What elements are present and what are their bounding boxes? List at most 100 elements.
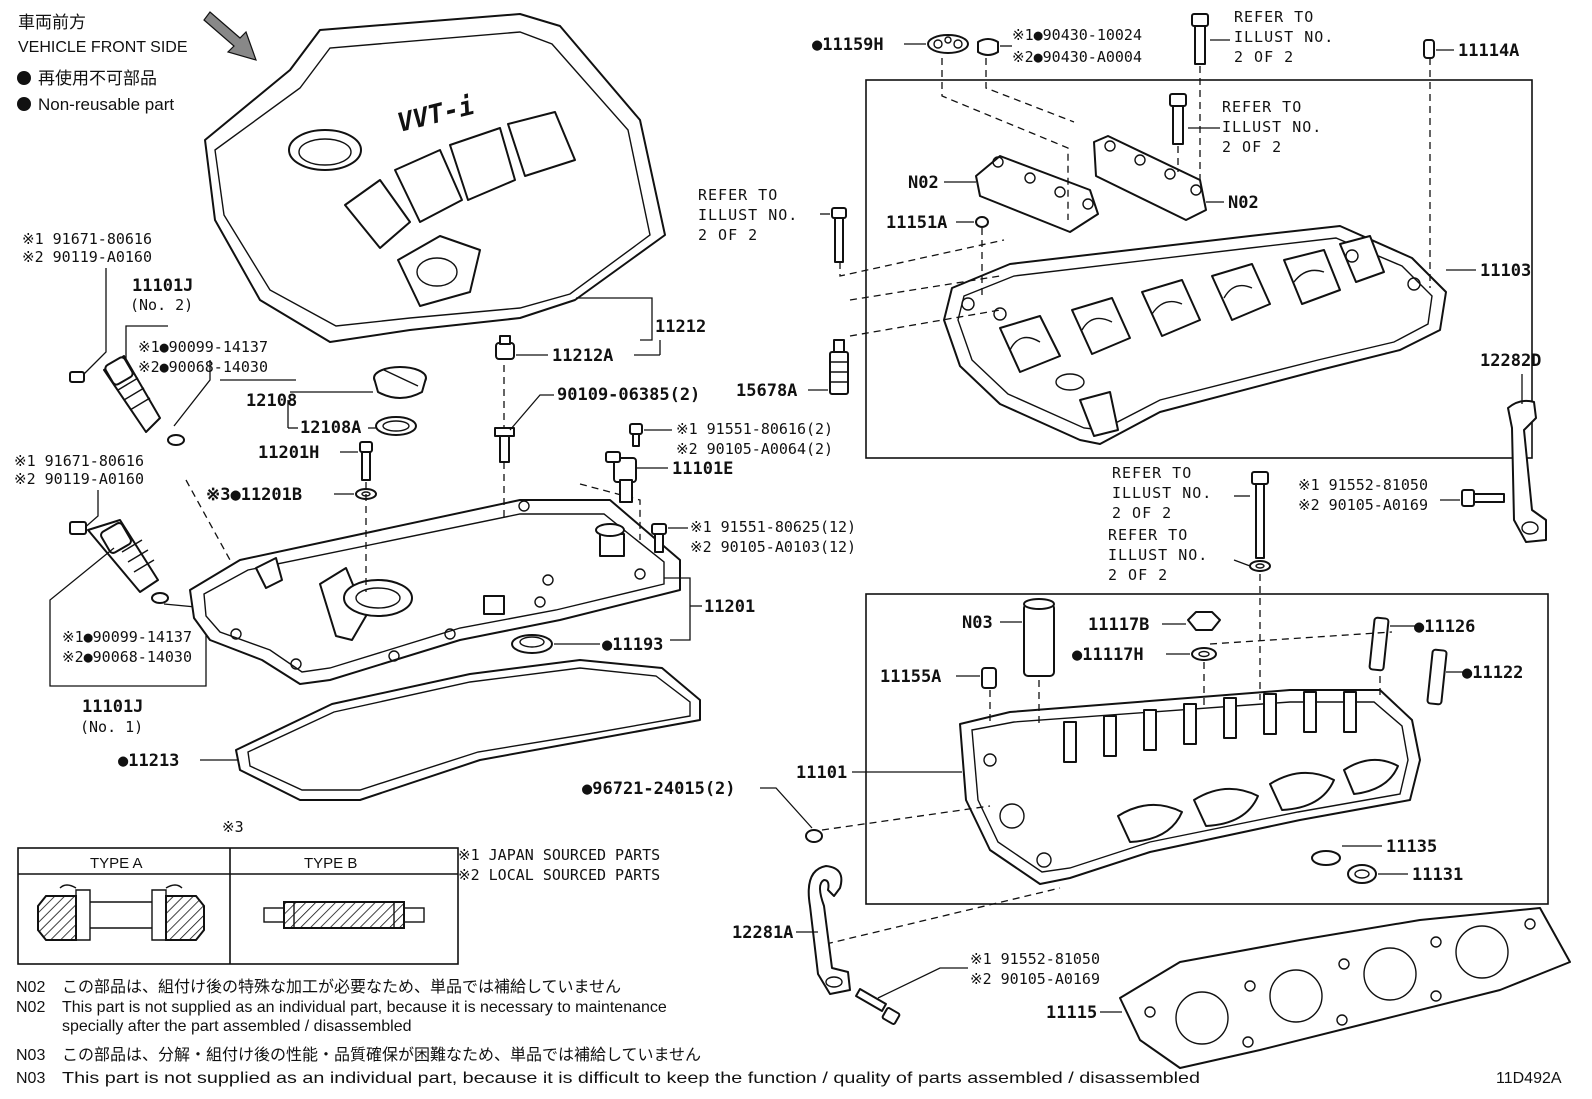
grommet-11212A[interactable] <box>495 335 515 360</box>
part-label-N02-left[interactable]: N02 <box>908 173 939 193</box>
part-label-11103[interactable]: 11103 <box>1480 261 1531 281</box>
part-label-12108A[interactable]: 12108A <box>300 418 361 438</box>
engine-hanger-12282D[interactable] <box>1507 399 1547 543</box>
cam-position-sensor-11101E[interactable] <box>605 451 637 503</box>
part-label-91552-lower[interactable]: ※1 91552-81050 <box>970 950 1100 968</box>
refer-label-5b: ILLUST NO. <box>1108 546 1208 564</box>
pin-11114A[interactable] <box>1423 39 1435 59</box>
part-label-11101J-no2[interactable]: 11101J <box>132 276 193 296</box>
part-label-96721[interactable]: ●96721-24015(2) <box>582 779 736 799</box>
o-ring-96721[interactable] <box>805 829 823 843</box>
stud-bolt-90109[interactable] <box>494 427 515 463</box>
front-direction-arrow-icon <box>203 11 257 61</box>
part-label-11201H[interactable]: 11201H <box>258 443 319 463</box>
part-label-11212[interactable]: 11212 <box>655 317 706 337</box>
part-label-N03[interactable]: N03 <box>962 613 993 633</box>
part-label-90105-A0064[interactable]: ※2 90105-A0064(2) <box>676 440 833 458</box>
valve-guide-11122[interactable] <box>1426 648 1448 706</box>
part-label-90105-A0103[interactable]: ※2 90105-A0103(12) <box>690 538 856 556</box>
dowel-11155A[interactable] <box>981 667 997 689</box>
part-label-11201B[interactable]: ※3●11201B <box>206 485 302 505</box>
engine-cover-11212[interactable]: VVT-i <box>204 13 666 343</box>
oil-control-valve-no2[interactable] <box>69 355 161 433</box>
part-label-91671-upper[interactable]: ※1 91671-80616 <box>22 230 152 248</box>
engine-hanger-12281A[interactable] <box>807 865 851 995</box>
part-label-90430-10024[interactable]: ※1●90430-10024 <box>1012 26 1142 44</box>
bolt-91551-80625[interactable] <box>651 523 667 553</box>
refer-label-4c: 2 OF 2 <box>1112 504 1172 522</box>
spark-plug-tube-N03[interactable] <box>1023 598 1055 677</box>
bolt-11201H[interactable] <box>359 441 373 481</box>
cylinder-head-cover-11201[interactable] <box>189 499 681 685</box>
plug-11159H[interactable] <box>927 34 969 54</box>
part-label-11114A[interactable]: 11114A <box>1458 41 1519 61</box>
part-label-11115[interactable]: 11115 <box>1046 1003 1097 1023</box>
part-label-12108[interactable]: 12108 <box>246 391 297 411</box>
cover-nut-11117B[interactable] <box>1187 611 1221 631</box>
part-label-90105-A0169-upper[interactable]: ※2 90105-A0169 <box>1298 496 1428 514</box>
o-ring-no1[interactable] <box>151 592 169 604</box>
bolt-camshaft-housing-top[interactable] <box>1191 13 1209 65</box>
part-label-11201[interactable]: 11201 <box>704 597 755 617</box>
cylinder-head-gasket-11115[interactable] <box>1119 907 1571 1069</box>
part-label-90430-A0004[interactable]: ※2●90430-A0004 <box>1012 48 1142 66</box>
union-bolt-15678A[interactable] <box>829 339 849 395</box>
part-label-11155A[interactable]: 11155A <box>880 667 941 687</box>
part-label-11151A[interactable]: 11151A <box>886 213 947 233</box>
part-label-90068-lower[interactable]: ※2●90068-14030 <box>62 648 192 666</box>
seal-11131[interactable] <box>1347 864 1377 884</box>
bolt-hanger-lower[interactable] <box>855 988 901 1025</box>
cylinder-head-bolt[interactable] <box>1251 471 1269 559</box>
part-label-11159H[interactable]: ●11159H <box>812 35 884 55</box>
part-label-11101J-no1[interactable]: 11101J <box>82 697 143 717</box>
oil-filler-gasket-12108A[interactable] <box>375 416 417 436</box>
part-label-90119-lower[interactable]: ※2 90119-A0160 <box>14 470 144 488</box>
part-label-12282D[interactable]: 12282D <box>1480 351 1541 371</box>
oil-filler-cap-12108[interactable] <box>373 366 427 399</box>
bolt-91551-80616[interactable] <box>629 423 643 447</box>
part-label-11131[interactable]: 11131 <box>1412 865 1463 885</box>
bolt-hanger-upper[interactable] <box>1461 489 1505 507</box>
cylinder-head-frame <box>865 593 1549 905</box>
part-label-11126[interactable]: ●11126 <box>1414 617 1475 637</box>
part-label-11101[interactable]: 11101 <box>796 763 847 783</box>
o-ring-no2[interactable] <box>167 434 185 446</box>
dowel-11151A[interactable] <box>975 216 989 228</box>
part-label-90068-upper[interactable]: ※2●90068-14030 <box>138 358 268 376</box>
gasket-90430[interactable] <box>977 38 999 56</box>
part-label-91551-80616[interactable]: ※1 91551-80616(2) <box>676 420 833 438</box>
part-label-91671-lower[interactable]: ※1 91671-80616 <box>14 452 144 470</box>
bolt-camshaft-housing-mid[interactable] <box>1169 93 1187 145</box>
part-label-12281A[interactable]: 12281A <box>732 923 793 943</box>
part-label-90099-lower[interactable]: ※1●90099-14137 <box>62 628 192 646</box>
part-label-90119-upper[interactable]: ※2 90119-A0160 <box>22 248 152 266</box>
part-label-11117H[interactable]: ●11117H <box>1072 645 1144 665</box>
camshaft-bearing-cap-right-N02[interactable] <box>1093 135 1207 221</box>
spark-plug-tube-seal-11193[interactable] <box>511 634 553 654</box>
part-label-N02-right[interactable]: N02 <box>1228 193 1259 213</box>
plug-11135[interactable] <box>1311 850 1341 866</box>
part-label-90105-A0169-lower[interactable]: ※2 90105-A0169 <box>970 970 1100 988</box>
part-label-11212A[interactable]: 11212A <box>552 346 613 366</box>
gasket-11117H[interactable] <box>1191 647 1217 661</box>
part-label-15678A[interactable]: 15678A <box>736 381 797 401</box>
oil-control-valve-no1[interactable] <box>69 519 159 593</box>
cylinder-head-11101[interactable] <box>959 689 1421 885</box>
camshaft-bearing-cap-left-N02[interactable] <box>975 155 1099 233</box>
head-cover-gasket-11213[interactable] <box>235 659 701 801</box>
part-label-91551-80625[interactable]: ※1 91551-80625(12) <box>690 518 856 536</box>
part-label-90109[interactable]: 90109-06385(2) <box>557 385 700 405</box>
part-label-11135[interactable]: 11135 <box>1386 837 1437 857</box>
part-label-11213[interactable]: ●11213 <box>118 751 179 771</box>
part-label-11193[interactable]: ●11193 <box>602 635 663 655</box>
camshaft-housing-11103[interactable] <box>943 225 1447 445</box>
part-label-91552-upper[interactable]: ※1 91552-81050 <box>1298 476 1428 494</box>
valve-guide-11126[interactable] <box>1368 616 1390 672</box>
bolt-camshaft-housing-left[interactable] <box>831 207 847 263</box>
head-bolt-washer[interactable] <box>1249 560 1271 572</box>
part-label-11101E[interactable]: 11101E <box>672 459 733 479</box>
part-label-11122[interactable]: ●11122 <box>1462 663 1523 683</box>
part-label-11101J-no2-suffix: (No. 2) <box>130 296 193 314</box>
part-label-11117B[interactable]: 11117B <box>1088 615 1149 635</box>
part-label-90099-upper[interactable]: ※1●90099-14137 <box>138 338 268 356</box>
